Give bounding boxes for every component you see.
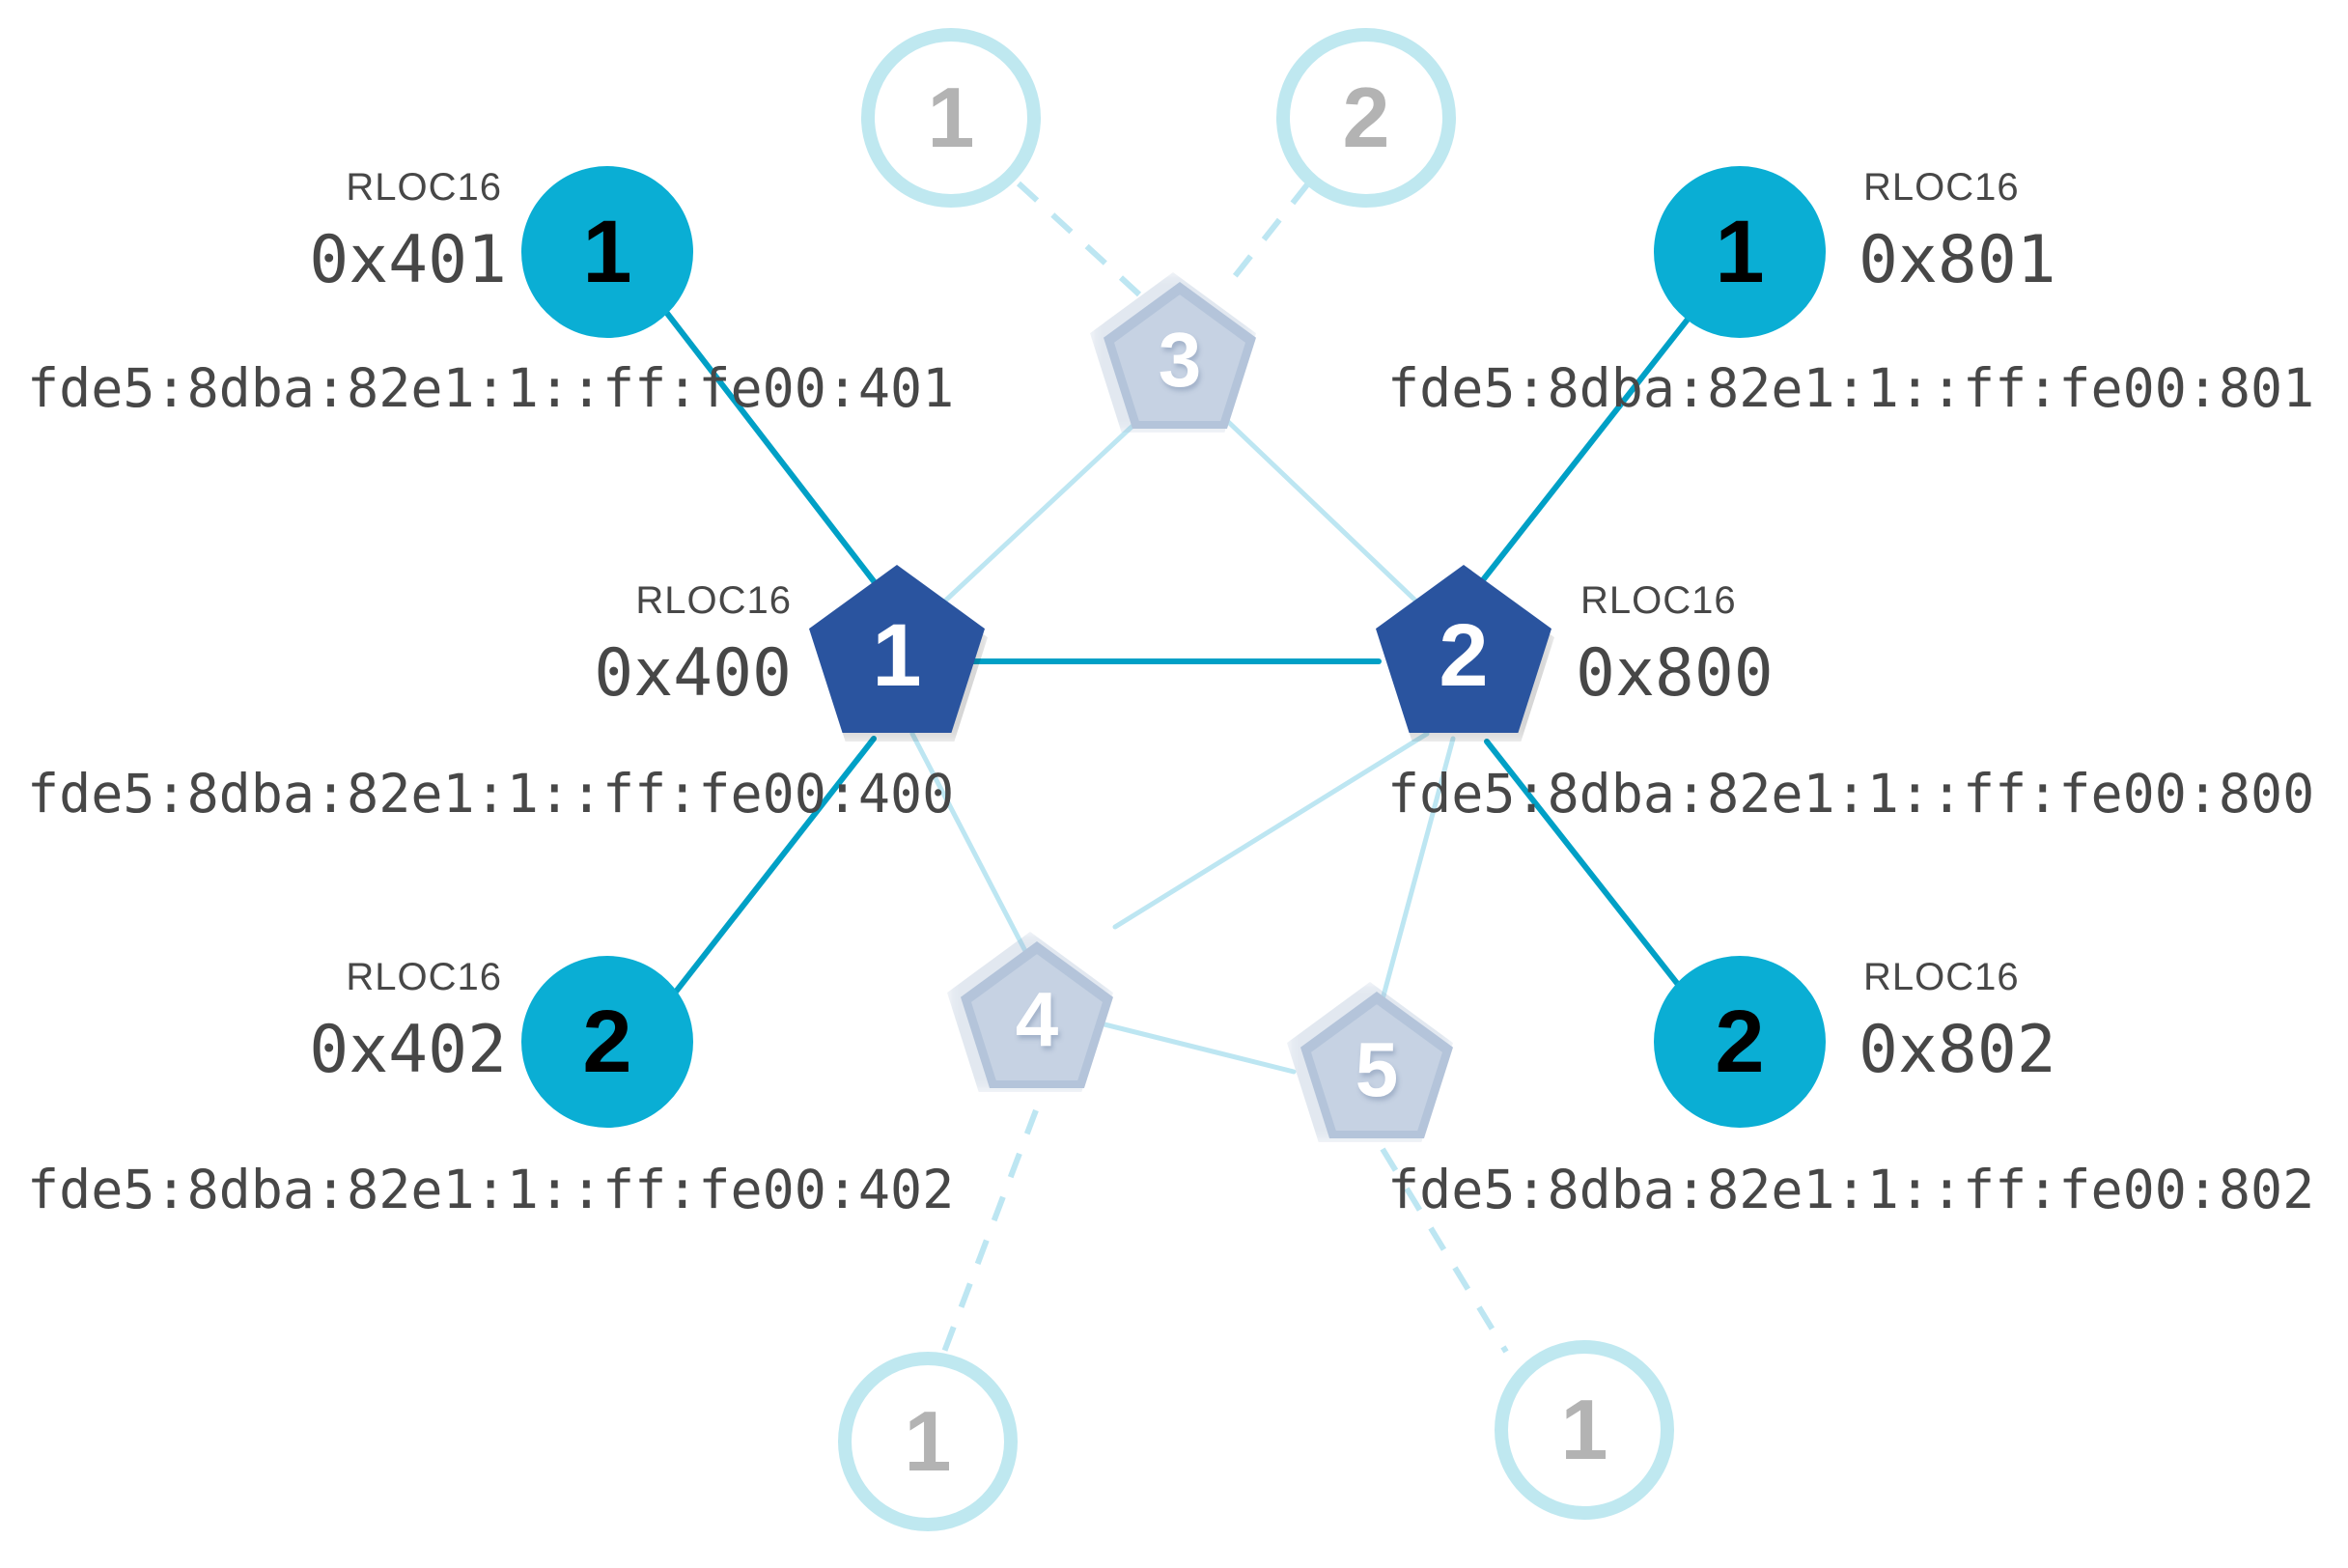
detached-number: 1 — [1560, 1382, 1608, 1477]
rloc16-value-0x401: 0x401 — [309, 222, 507, 298]
pentagon-shape: 2 — [1376, 565, 1551, 733]
child-router-3[interactable]: 3 — [1090, 272, 1256, 433]
detached-number: 1 — [904, 1393, 952, 1489]
edge-p3-r800 — [1218, 412, 1434, 618]
edge-r800-p4 — [1112, 731, 1430, 930]
ipv6-0x402: fde5:8dba:82e1:1::ff:fe00:402 — [27, 1159, 955, 1220]
detached-number: 1 — [927, 70, 975, 165]
rloc16-title-0x800: RLOC16 — [1580, 579, 1737, 622]
detached-circle-glyph: 2 — [1276, 28, 1456, 208]
rloc16-title-0x801: RLOC16 — [1863, 166, 2020, 209]
child-router-5[interactable]: 5 — [1287, 982, 1453, 1142]
edge-r400-p3 — [924, 412, 1147, 621]
rloc16-value-0x402: 0x402 — [309, 1012, 507, 1088]
detached-device-top-right[interactable]: 2 — [1276, 28, 1456, 208]
child-router-number: 3 — [1158, 317, 1202, 403]
edge-c402-r400 — [659, 736, 877, 1012]
end-device-0x402[interactable]: 2 — [521, 956, 693, 1128]
edge-p5-detached-bottom-right — [1380, 1147, 1509, 1354]
pentagon-shape: 1 — [809, 565, 985, 733]
end-device-number: 2 — [582, 993, 632, 1091]
detached-circle-glyph: 1 — [1495, 1340, 1674, 1520]
end-device-0x802[interactable]: 2 — [1654, 956, 1826, 1128]
rloc16-value-0x400: 0x400 — [594, 635, 792, 712]
pentagon-shape: 4 — [961, 941, 1113, 1088]
router-0x400[interactable]: 1 — [809, 565, 988, 742]
end-device-0x801[interactable]: 1 — [1654, 166, 1826, 338]
router-number: 2 — [1439, 606, 1489, 705]
edge-r800-p5 — [1380, 736, 1456, 1002]
edge-p3-detached-top-right — [1221, 182, 1311, 292]
rloc16-title-0x400: RLOC16 — [635, 579, 792, 622]
end-device-0x401[interactable]: 1 — [521, 166, 693, 338]
detached-device-top-left[interactable]: 1 — [861, 28, 1041, 208]
rloc16-value-0x800: 0x800 — [1576, 635, 1774, 712]
edge-c801-r800 — [1479, 304, 1700, 584]
rloc16-title-0x802: RLOC16 — [1863, 956, 2020, 998]
rloc16-title-0x401: RLOC16 — [346, 166, 502, 209]
ipv6-0x801: fde5:8dba:82e1:1::ff:fe00:801 — [1387, 357, 2315, 419]
detached-circle-glyph: 1 — [838, 1352, 1018, 1531]
end-device-number: 2 — [1715, 993, 1765, 1091]
edge-c401-r400 — [659, 304, 877, 584]
ipv6-0x802: fde5:8dba:82e1:1::ff:fe00:802 — [1387, 1159, 2315, 1220]
ipv6-0x401: fde5:8dba:82e1:1::ff:fe00:401 — [27, 357, 955, 419]
child-router-number: 4 — [1015, 976, 1059, 1062]
end-device-number: 1 — [1715, 203, 1765, 301]
detached-circle-glyph: 1 — [861, 28, 1041, 208]
edge-r400-p4 — [909, 731, 1028, 954]
ipv6-0x400: fde5:8dba:82e1:1::ff:fe00:400 — [27, 763, 955, 825]
edge-c802-r800 — [1484, 739, 1700, 1012]
rloc16-value-0x801: 0x801 — [1859, 222, 2056, 298]
router-number: 1 — [872, 606, 922, 705]
detached-number: 2 — [1342, 70, 1390, 165]
detached-device-bottom-left[interactable]: 1 — [838, 1352, 1018, 1531]
pentagon-shape: 5 — [1300, 992, 1453, 1138]
rloc16-title-0x402: RLOC16 — [346, 956, 502, 998]
end-device-number: 1 — [582, 203, 632, 301]
edge-p4-detached-bottom-left — [941, 1108, 1039, 1354]
rloc16-value-0x802: 0x802 — [1859, 1012, 2056, 1088]
child-router-number: 5 — [1355, 1026, 1399, 1112]
router-0x800[interactable]: 2 — [1376, 565, 1554, 742]
ipv6-0x800: fde5:8dba:82e1:1::ff:fe00:800 — [1387, 763, 2315, 825]
child-router-4[interactable]: 4 — [947, 932, 1113, 1092]
pentagon-shape: 3 — [1104, 282, 1256, 429]
detached-device-bottom-right[interactable]: 1 — [1495, 1340, 1674, 1520]
edge-p4-p5 — [1098, 1021, 1297, 1075]
